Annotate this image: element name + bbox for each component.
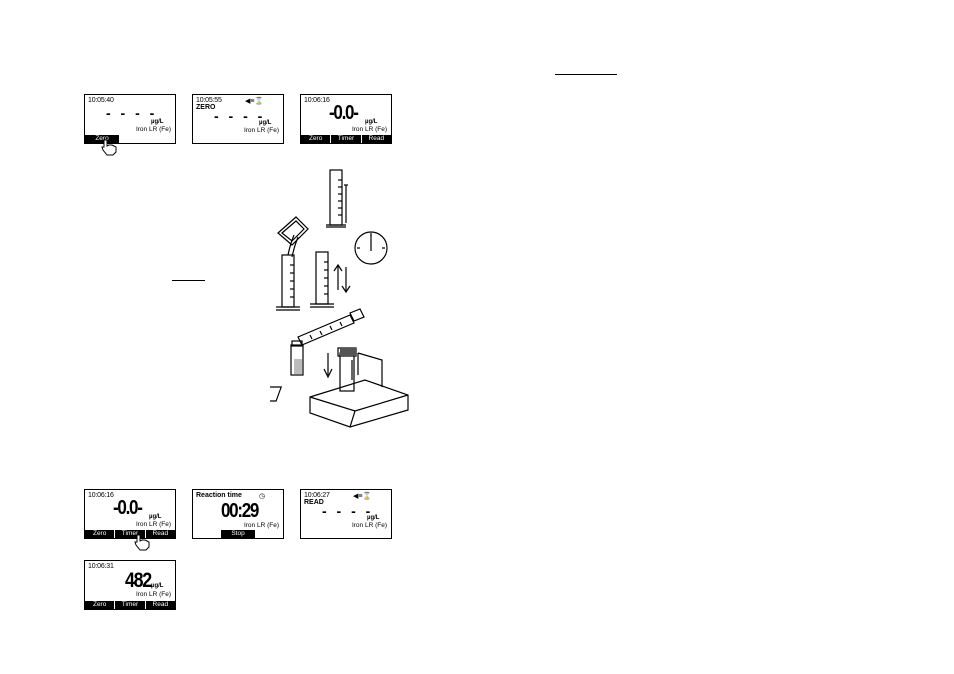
graduated-cylinder-icon (310, 251, 334, 308)
graduated-cylinder-icon (326, 169, 348, 228)
softkey-bar: Zero Timer Read (85, 601, 175, 609)
display-time: 10:06:16 (304, 97, 330, 104)
display-time: 10:05:55 (196, 97, 222, 104)
display-reading: - - - - (106, 105, 158, 121)
display-time: 10:06:27 (304, 492, 330, 499)
display-unit: µg/L (151, 583, 164, 589)
display-unit: µg/L (149, 514, 162, 520)
timer-softkey[interactable]: Timer (331, 135, 361, 143)
display-reading-in-progress: 10:06:27 ◀≡⌛ READ - - - - µg/L Iron LR (… (300, 489, 392, 539)
display-parameter: Iron LR (Fe) (135, 521, 171, 528)
softkey-bar: Stop (193, 530, 283, 538)
zero-softkey[interactable]: Zero (301, 135, 331, 143)
display-unit: µg/L (151, 119, 164, 125)
hand-pointer-icon (134, 534, 150, 551)
display-reading: -0.0- (329, 102, 359, 124)
display-reading: - - - - (214, 108, 266, 124)
display-reaction-time: Reaction time ◷ 00:29 Iron LR (Fe) Stop (192, 489, 284, 539)
display-unit: µg/L (365, 119, 378, 125)
lamp-and-hourglass-icon: ◀≡⌛ (245, 98, 264, 105)
sample-cuvette-icon (290, 340, 304, 376)
display-ready-timer: 10:06:16 -0.0- µg/L Iron LR (Fe) Zero Ti… (84, 489, 176, 539)
display-status: ZERO (196, 104, 216, 111)
display-parameter: Iron LR (Fe) (351, 522, 387, 529)
display-parameter: Iron LR (Fe) (243, 522, 279, 529)
display-parameter: Iron LR (Fe) (243, 127, 279, 134)
display-unit: µg/L (367, 515, 380, 521)
display-final-result: 10:06:31 482 µg/L Iron LR (Fe) Zero Time… (84, 560, 176, 610)
display-zeroing: 10:05:55 ◀≡⌛ ZERO - - - - µg/L Iron LR (… (192, 94, 284, 144)
procedure-illustration (270, 169, 409, 428)
display-parameter: Iron LR (Fe) (135, 591, 171, 598)
display-title: Reaction time (196, 492, 242, 499)
display-reading: - - - - (322, 503, 374, 519)
clock-icon (354, 231, 388, 265)
display-parameter: Iron LR (Fe) (135, 126, 171, 133)
zero-softkey[interactable]: Zero (85, 601, 115, 609)
pouring-cylinder-icon (297, 308, 365, 346)
display-reading: 00:29 (221, 500, 259, 522)
display-status: READ (304, 499, 324, 506)
softkey-bar: Zero Timer Read (85, 530, 175, 538)
timer-softkey[interactable]: Timer (115, 601, 145, 609)
clock-icon: ◷ (259, 493, 266, 500)
underline-mark (555, 74, 617, 75)
powder-pillow-icon (277, 216, 309, 258)
display-zero-prompt: 10:05:40 - - - - µg/L Iron LR (Fe) Zero (84, 94, 176, 144)
display-time: 10:06:31 (88, 563, 114, 570)
display-reading: -0.0- (113, 497, 143, 519)
read-softkey[interactable]: Read (361, 135, 391, 143)
display-time: 10:05:40 (88, 97, 114, 104)
timer-softkey[interactable]: Timer (115, 530, 145, 538)
zero-softkey[interactable]: Zero (85, 530, 115, 538)
display-unit: µg/L (259, 120, 272, 126)
display-zero-result: 10:06:16 -0.0- µg/L Iron LR (Fe) Zero Ti… (300, 94, 392, 144)
stop-softkey[interactable]: Stop (221, 530, 255, 538)
lamp-and-hourglass-icon: ◀≡⌛ (353, 493, 372, 500)
hand-pointer-icon (101, 139, 117, 156)
softkey-bar: Zero Timer Read (301, 135, 391, 143)
softkey-bar: Zero (85, 135, 175, 143)
display-parameter: Iron LR (Fe) (351, 126, 387, 133)
zero-softkey[interactable]: Zero (85, 135, 119, 143)
underline-mark (172, 280, 205, 281)
read-softkey[interactable]: Read (145, 530, 175, 538)
graduated-cylinder-icon (276, 254, 300, 311)
invert-arrows-icon (333, 263, 351, 294)
display-time: 10:06:16 (88, 492, 114, 499)
display-reading: 482 (125, 569, 152, 592)
read-softkey[interactable]: Read (145, 601, 175, 609)
